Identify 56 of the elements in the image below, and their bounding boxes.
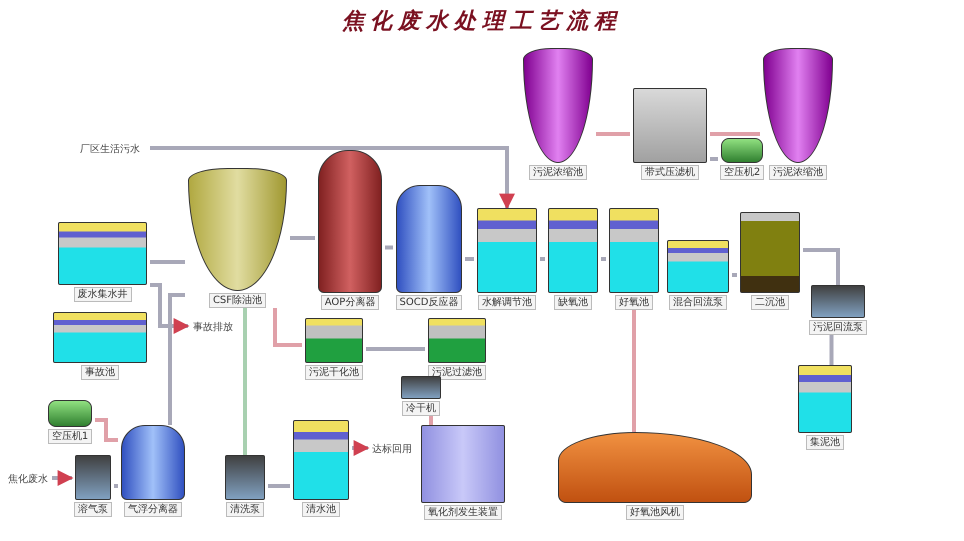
pipe <box>540 257 545 261</box>
flow-note: 事故排放 <box>193 321 233 334</box>
equipment-label: 污泥过滤池 <box>428 365 486 380</box>
pipe <box>243 308 247 455</box>
equipment-label: 冷干机 <box>402 401 440 416</box>
equipment-label: 空压机1 <box>48 429 92 444</box>
pipe <box>150 260 185 264</box>
pipe <box>803 248 840 285</box>
pipe <box>290 236 315 240</box>
equipment-label: 好氧池风机 <box>626 505 684 520</box>
equipment-label: SOCD反应器 <box>396 295 462 310</box>
pipe <box>465 257 474 261</box>
pipe <box>429 416 433 425</box>
pipe <box>114 484 118 488</box>
flow-note: 厂区生活污水 <box>80 143 140 156</box>
pipe <box>710 132 760 136</box>
equipment-label: 氧化剂发生装置 <box>424 505 502 520</box>
pipe <box>95 418 118 442</box>
flow-arrow <box>352 440 370 456</box>
equipment-label: CSF除油池 <box>208 293 266 308</box>
equipment-label: 好氧池 <box>615 295 653 310</box>
equipment-label: 清水池 <box>302 502 340 517</box>
equipment-label: 缺氧池 <box>554 295 592 310</box>
flow-note: 焦化废水 <box>8 473 48 486</box>
pipe <box>596 132 630 136</box>
equipment-label: 事故池 <box>81 365 119 380</box>
equipment-label: 空压机2 <box>720 165 764 180</box>
flow-arrow <box>150 146 515 210</box>
pipe <box>732 273 737 277</box>
pipe <box>268 484 290 488</box>
flow-note: 达标回用 <box>372 443 412 456</box>
equipment-label: 废水集水井 <box>74 287 132 302</box>
pipe <box>632 310 636 432</box>
pipe <box>366 347 425 351</box>
flow-arrow <box>52 470 74 486</box>
pipe <box>601 257 606 261</box>
equipment-label: 气浮分离器 <box>124 502 182 517</box>
equipment-label: 清洗泵 <box>226 502 264 517</box>
flow-arrow <box>150 283 190 334</box>
pipe <box>168 293 185 425</box>
equipment-label: 污泥回流泵 <box>809 320 867 335</box>
equipment-label: 污泥浓缩池 <box>769 165 827 180</box>
equipment-label: 污泥干化池 <box>305 365 363 380</box>
equipment-label: 二沉池 <box>751 295 789 310</box>
equipment-label: AOP分离器 <box>320 295 380 310</box>
equipment-label: 污泥浓缩池 <box>529 165 587 180</box>
diagram-title: 焦化废水处理工艺流程 <box>341 8 623 36</box>
equipment-label: 集泥池 <box>806 435 844 450</box>
equipment-label: 带式压滤机 <box>641 165 699 180</box>
pipe <box>710 157 718 161</box>
equipment-label: 水解调节池 <box>478 295 536 310</box>
equipment-label: 溶气泵 <box>74 502 112 517</box>
pipe <box>385 246 393 250</box>
pipe <box>273 308 302 347</box>
pipe <box>830 335 834 365</box>
equipment-label: 混合回流泵 <box>669 295 727 310</box>
